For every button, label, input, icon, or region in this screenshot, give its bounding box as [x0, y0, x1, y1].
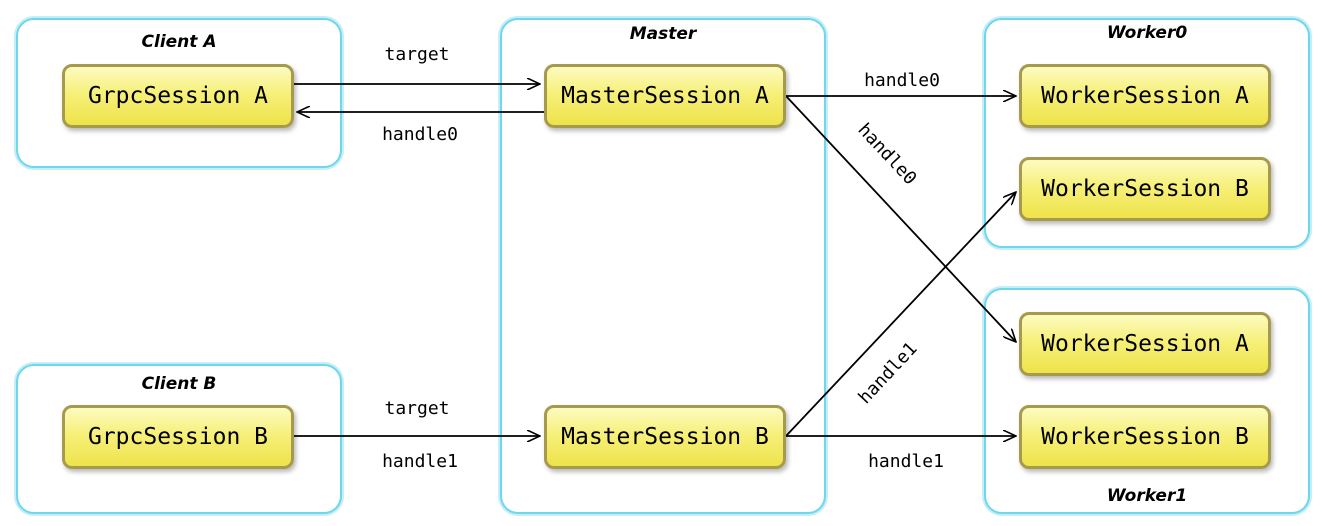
- worker0-session-b-node: WorkerSession B: [1019, 157, 1271, 221]
- worker1-title: Worker1: [1106, 486, 1188, 506]
- edge-label-handle1-w1b: handle1: [868, 451, 944, 472]
- master-title: Master: [629, 24, 697, 44]
- master-session-b-node: MasterSession B: [544, 405, 786, 469]
- grpc-session-a-node: GrpcSession A: [62, 64, 294, 128]
- worker1-session-b-node: WorkerSession B: [1019, 405, 1271, 469]
- worker0-title: Worker0: [1106, 23, 1188, 43]
- client-b-title: Client B: [141, 374, 217, 394]
- grpc-session-b-node: GrpcSession B: [62, 405, 294, 469]
- client-a-title: Client A: [141, 32, 217, 52]
- edge-label-handle1-b: handle1: [382, 451, 458, 472]
- edge-label-target-b: target: [384, 398, 449, 419]
- worker0-session-a-node: WorkerSession A: [1019, 64, 1271, 128]
- edge-label-handle1-w0b: handle1: [854, 338, 921, 408]
- edge-label-target-a: target: [384, 44, 449, 65]
- worker1-session-a-node: WorkerSession A: [1019, 312, 1271, 376]
- master-session-a-node: MasterSession A: [544, 64, 786, 128]
- edge-label-handle0-w1a: handle0: [853, 119, 920, 189]
- edge-label-handle0-back: handle0: [382, 124, 458, 145]
- edge-label-handle0-w0a: handle0: [864, 70, 940, 91]
